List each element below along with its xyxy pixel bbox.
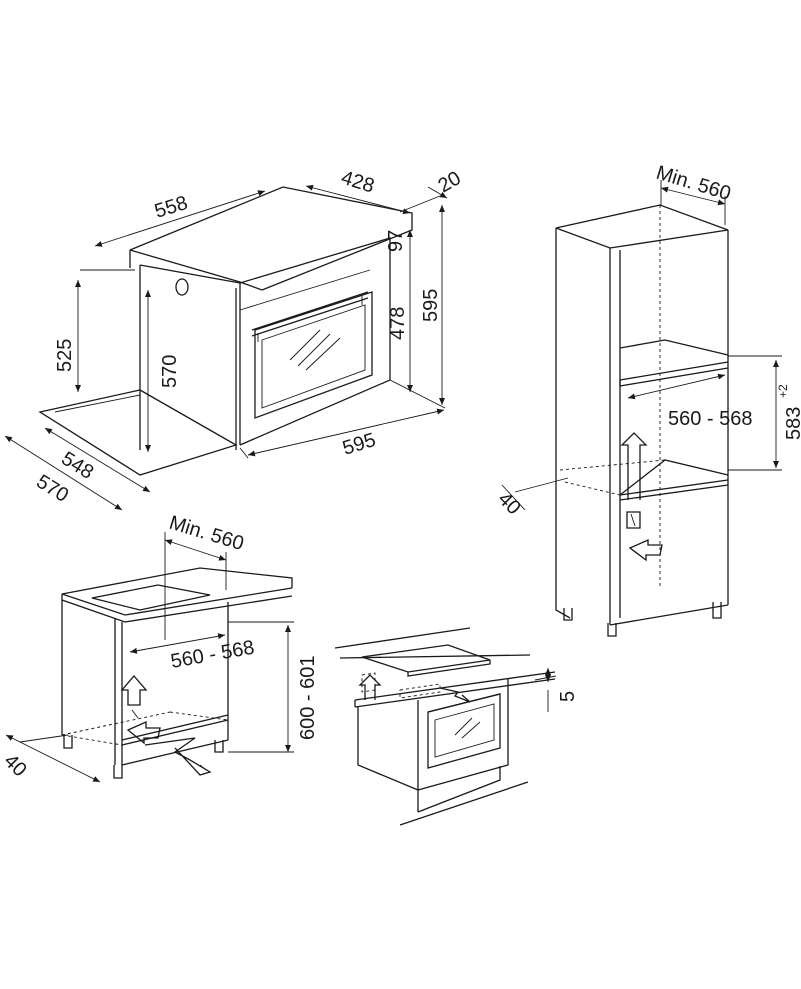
dim-min-560-tall: Min. 560: [654, 162, 734, 205]
dim-40-tall: 40: [493, 488, 524, 519]
dim-97: 97: [385, 230, 407, 252]
dim-5: 5: [557, 691, 579, 702]
dim-40-under: 40: [0, 750, 31, 781]
dim-570-height: 570: [159, 355, 181, 388]
dim-428: 428: [339, 167, 377, 198]
hob-detail-drawing: [334, 627, 557, 826]
dim-595-height: 595: [420, 289, 442, 322]
dim-570-depth: 570: [32, 471, 72, 507]
oven-drawing: [4, 184, 448, 511]
dim-560-568-tall: 560 - 568: [668, 408, 753, 430]
tall-cabinet-drawing: [501, 180, 782, 637]
dim-595-width: 595: [340, 429, 378, 460]
dim-478: 478: [387, 307, 409, 340]
dim-583-tolerance: +2: [776, 384, 790, 398]
dim-20: 20: [435, 167, 465, 197]
dim-525: 525: [54, 339, 76, 372]
under-counter-drawing: [5, 532, 294, 783]
dim-600-601: 600 - 601: [297, 655, 319, 740]
dim-min-560-under: Min. 560: [167, 512, 247, 555]
dim-560-568-under: 560 - 568: [169, 637, 256, 673]
dim-548: 548: [57, 448, 97, 484]
dim-583: 583: [783, 407, 801, 440]
dim-558: 558: [152, 192, 190, 223]
